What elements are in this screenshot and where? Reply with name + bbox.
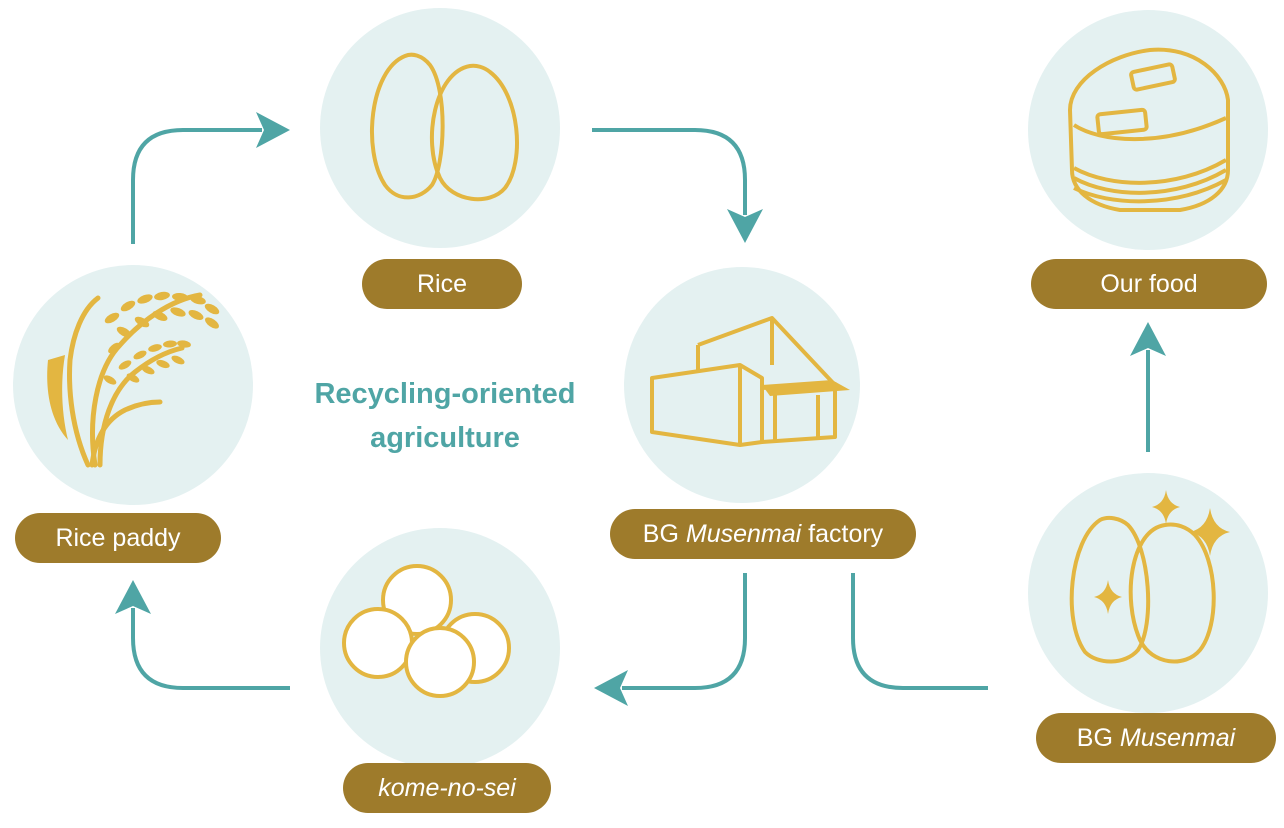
sparkle-large — [1190, 508, 1230, 556]
paddy-label: Rice paddy — [15, 513, 221, 563]
sparkle-small-top — [1152, 490, 1180, 524]
paddy-circle — [13, 265, 253, 505]
rice-label-text: Rice — [416, 269, 467, 298]
food-label: Our food — [1031, 259, 1267, 309]
rice-grains-icon — [369, 52, 519, 202]
factory-label: BG Musenmai factory — [610, 509, 916, 559]
rice-circle — [320, 8, 560, 248]
arrow-komenosei-to-paddy — [131, 608, 290, 690]
food-circle — [1028, 10, 1268, 250]
arrow-rice-to-factory — [592, 128, 747, 215]
sparkle-small-left — [1094, 580, 1122, 614]
diagram-title-line2: agriculture — [370, 422, 520, 454]
arrow-head-down — [727, 209, 763, 243]
food-label-text: Our food — [1100, 269, 1198, 298]
factory-awning — [762, 380, 850, 396]
rice-label: Rice — [362, 259, 522, 309]
arrow-paddy-to-rice — [131, 128, 262, 244]
pellets-icon — [342, 564, 511, 698]
rice-cooker-icon — [1068, 47, 1230, 212]
komenosei-label: kome-no-sei — [343, 763, 551, 813]
factory-label-prefix: BG — [642, 519, 686, 548]
paddy-label-text: Rice paddy — [55, 523, 181, 552]
arrow-head-left — [594, 670, 628, 706]
sparkling-rice-icon — [1069, 490, 1230, 664]
flow-arrows — [131, 128, 1150, 690]
diagram-title: Recycling-oriented agriculture — [280, 372, 610, 460]
arrow-head-up-food — [1130, 322, 1166, 356]
musenmai-label-prefix: BG — [1076, 723, 1120, 752]
musenmai-label: BG Musenmai — [1036, 713, 1276, 763]
factory-label-suffix: factory — [801, 519, 884, 548]
node-circles — [13, 8, 1268, 768]
musenmai-label-italic: Musenmai — [1119, 723, 1236, 752]
arrow-head-right — [256, 112, 290, 148]
arrow-head-up-paddy — [115, 580, 151, 614]
connector-factory-to-musenmai — [851, 573, 988, 690]
factory-building-icon — [650, 316, 837, 447]
factory-label-italic: Musenmai — [685, 519, 802, 548]
arrow-factory-to-komenosei — [622, 573, 747, 690]
diagram-title-line1: Recycling-oriented — [314, 378, 576, 410]
komenosei-label-text: kome-no-sei — [378, 773, 516, 802]
arrow-heads — [115, 112, 1166, 706]
rice-plant-icon — [47, 291, 220, 468]
